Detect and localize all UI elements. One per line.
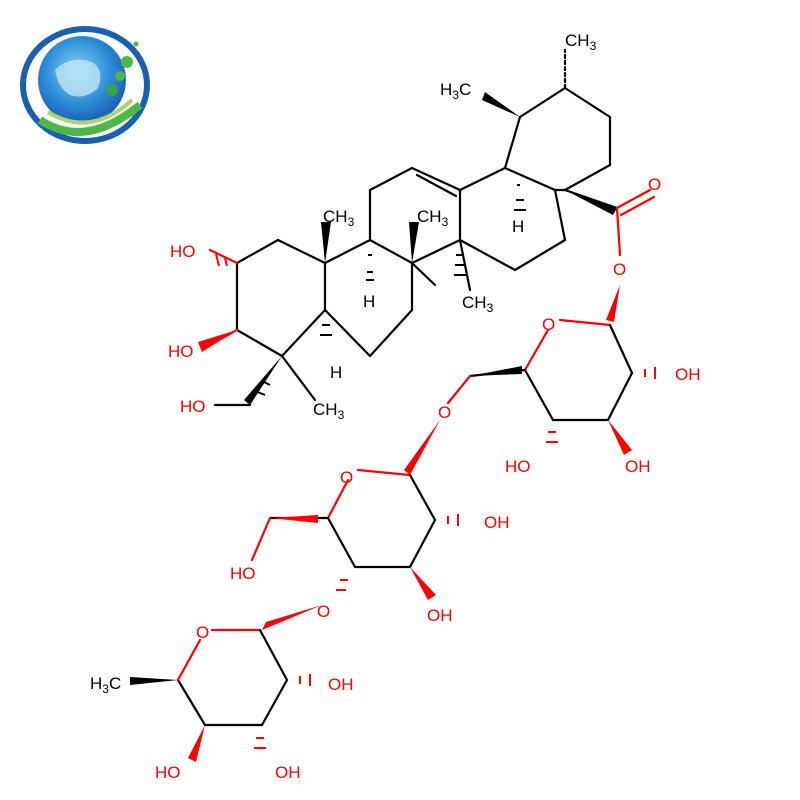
stereo-wedges	[244, 92, 617, 405]
label-o-carbonyl: O	[648, 175, 661, 194]
stereo-hashes	[254, 184, 526, 396]
label-oh-s2a: OH	[484, 513, 510, 532]
label-oh-s3c: OH	[275, 763, 301, 782]
label-o-ester: O	[613, 260, 626, 279]
carbon-skeleton	[213, 48, 619, 407]
label-ho-s1b: HO	[505, 457, 531, 476]
atom-labels: CH3 H3C CH3 CH3 CH3 CH3 H3C H H H HO HO …	[90, 31, 701, 782]
label-h-e: H	[512, 217, 524, 236]
oxygen-bonds	[176, 188, 656, 727]
label-ch3-ab: CH3	[323, 207, 355, 229]
label-o-link2: O	[317, 602, 330, 621]
label-ho-c3: HO	[168, 342, 194, 361]
label-ho-ch2: HO	[180, 397, 206, 416]
label-ho-s3b: HO	[155, 763, 181, 782]
label-h-b: H	[363, 292, 375, 311]
label-h-a: H	[330, 363, 342, 382]
oxygen-wedges	[130, 285, 632, 762]
label-ch3-top: CH3	[565, 31, 597, 53]
label-h3c: H3C	[440, 80, 471, 102]
label-h3c-rha: H3C	[90, 674, 121, 696]
label-o-ring2: O	[340, 468, 353, 487]
label-oh-s1c: OH	[625, 457, 651, 476]
label-oh-s1a: OH	[675, 365, 701, 384]
label-o-ring3: O	[196, 623, 209, 642]
label-ch3-cd: CH3	[462, 293, 494, 315]
label-o-link1: O	[438, 403, 451, 422]
label-oh-s2b: OH	[427, 606, 453, 625]
label-ho-c2: HO	[170, 242, 196, 261]
label-ho-s2ch2: HO	[230, 564, 256, 583]
globe-logo-icon	[20, 26, 150, 144]
label-ch3-bc: CH3	[417, 207, 449, 229]
label-ch3-c4: CH3	[313, 400, 345, 422]
oxygen-hashes	[215, 253, 656, 749]
label-oh-s3a: OH	[328, 675, 354, 694]
label-o-ring1: O	[542, 315, 555, 334]
